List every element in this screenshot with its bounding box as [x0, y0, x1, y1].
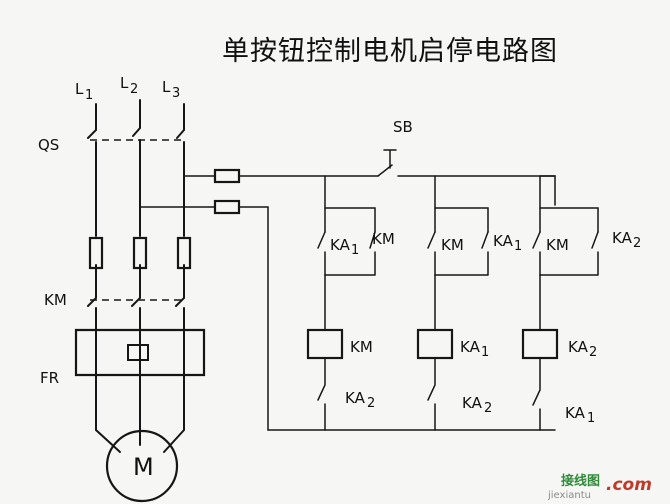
phase-label-l1: L 1 [75, 80, 93, 103]
branch2-contact1-label: KM [441, 236, 464, 254]
phase-label-l2: L 2 [120, 74, 138, 97]
svg-text:2: 2 [367, 396, 375, 411]
branch2-interlock-label: KA [462, 394, 483, 412]
svg-text:1: 1 [587, 411, 595, 426]
svg-text:1: 1 [351, 243, 359, 258]
coil-ka2-label: KA [568, 338, 589, 356]
phase-label-l3: L 3 [162, 78, 180, 101]
branch-km: KA 1 KM KM KA 2 [306, 175, 395, 431]
svg-text:L: L [162, 78, 171, 96]
watermark: 接线图 .com jiexiantu [547, 473, 652, 501]
watermark-site-en: .com [606, 475, 652, 495]
sb-label: SB [393, 118, 413, 136]
control-fuse-2 [213, 199, 241, 215]
control-supply [139, 168, 556, 431]
svg-text:L: L [120, 74, 129, 92]
svg-text:2: 2 [589, 345, 597, 360]
svg-text:1: 1 [481, 345, 489, 360]
svg-text:1: 1 [514, 239, 522, 254]
coil-km-label: KM [350, 338, 373, 356]
svg-text:1: 1 [85, 88, 93, 103]
watermark-url: jiexiantu [547, 490, 591, 501]
coil-ka1 [416, 328, 454, 360]
fr-thermal-relay [74, 328, 206, 377]
coil-ka1-label: KA [460, 338, 481, 356]
svg-text:3: 3 [172, 86, 180, 101]
main-circuit: QS KM FR M [38, 99, 206, 503]
svg-text:2: 2 [484, 401, 492, 416]
qs-label: QS [38, 136, 59, 154]
svg-text:L: L [75, 80, 84, 98]
branch1-interlock-label: KA [345, 389, 366, 407]
motor-label: M [133, 453, 154, 481]
branch1-contact2-label: KM [372, 230, 395, 248]
control-fuse-1 [213, 168, 241, 184]
branch1-contact1-label: KA [330, 236, 351, 254]
coil-ka2 [521, 328, 559, 360]
sb-push-button: SB [377, 118, 556, 177]
motor-symbol [105, 429, 179, 503]
branch-ka2: KM KA 2 KA 2 KA 1 [521, 175, 641, 431]
coil-km [306, 328, 344, 360]
branch3-contact1-label: KM [546, 236, 569, 254]
branch3-interlock-label: KA [565, 404, 586, 422]
diagram-title: 单按钮控制电机启停电路图 [222, 36, 558, 67]
km-main-label: KM [44, 291, 67, 309]
fr-label: FR [40, 369, 59, 387]
watermark-site-cn: 接线图 [561, 473, 600, 489]
svg-text:2: 2 [130, 82, 138, 97]
branch-ka1: KM KA 1 KA 1 KA 2 [416, 175, 522, 431]
fuse-l3 [176, 236, 192, 270]
branch3-contact2-label: KA [612, 229, 633, 247]
svg-text:2: 2 [633, 236, 641, 251]
branch2-contact2-label: KA [493, 232, 514, 250]
fuse-l2 [132, 236, 148, 270]
fuse-l1 [88, 236, 104, 270]
